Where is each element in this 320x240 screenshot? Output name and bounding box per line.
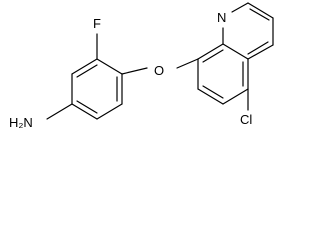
bond-o-c — [176, 58, 199, 69]
bond — [249, 8, 270, 21]
bond — [76, 100, 98, 114]
chlorine-label: Cl — [240, 112, 252, 127]
quinoline-pyridine-ring — [222, 2, 274, 60]
bond — [71, 103, 98, 120]
bond — [231, 2, 249, 13]
bond — [76, 64, 98, 78]
fluorine-label: F — [93, 16, 101, 31]
bond — [197, 88, 224, 105]
nitrogen-label: N — [217, 10, 226, 25]
bond — [197, 43, 224, 60]
amine-label: H₂N — [9, 115, 33, 130]
aniline-ring — [71, 58, 123, 120]
oxygen-label: O — [154, 63, 164, 78]
bond — [247, 2, 274, 19]
molecule-diagram: N O F Cl H₂N — [9, 2, 274, 130]
bond — [247, 44, 274, 60]
quinoline-benzo-ring — [197, 43, 249, 105]
bond — [96, 103, 123, 120]
bond — [71, 58, 98, 75]
bond — [222, 43, 249, 60]
bond-c-nh2 — [46, 103, 73, 120]
bond — [202, 85, 224, 99]
bond — [222, 88, 249, 105]
bond-c-o — [121, 67, 148, 75]
bond — [202, 49, 224, 63]
structure-canvas: N O F Cl H₂N — [9, 2, 274, 130]
bond — [96, 58, 123, 75]
bond — [247, 41, 269, 55]
